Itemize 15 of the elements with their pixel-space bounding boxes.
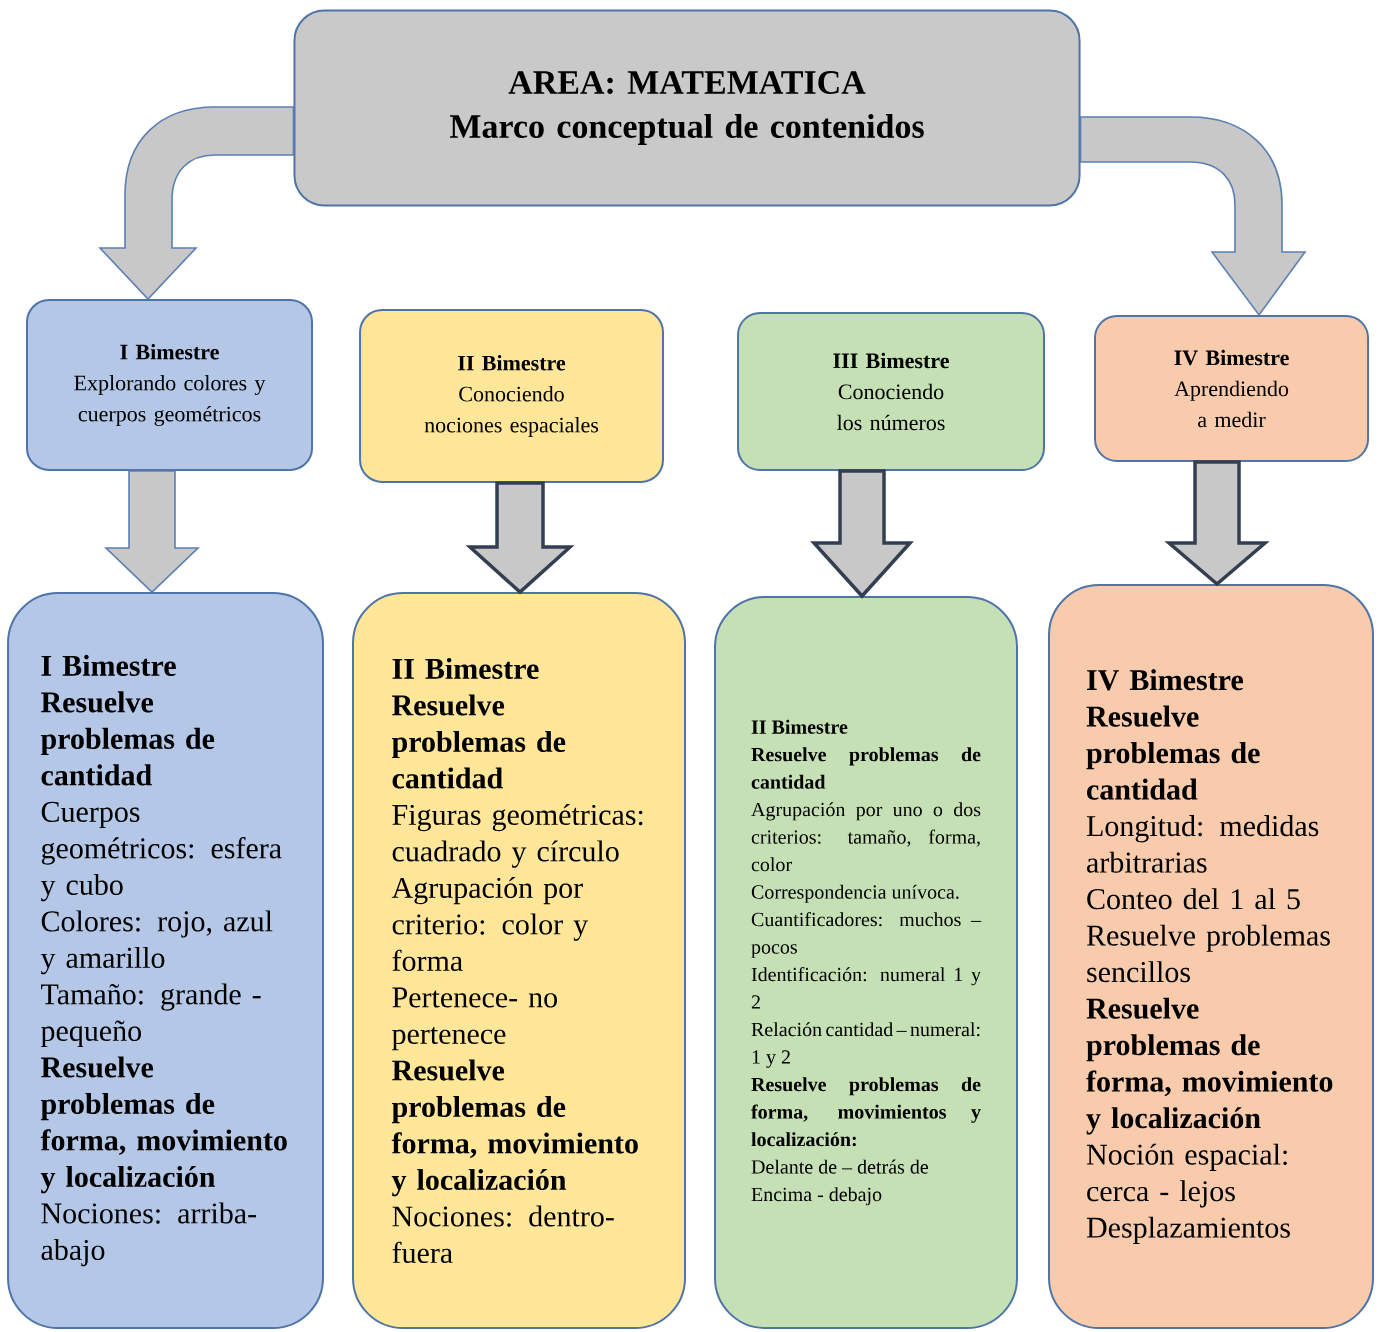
content-card: II Bimestre Resuelve problemas de cantidad Agrupación por uno o dos criterios: tamaño, forma, color Correspondencia unívoca. Cuantificadores: muchos – pocos Identificación: numeral 1 y 2 Relación cantidad – numeral: 1 y 2 Resuelve problemas de forma, movimientos y localización: Delante de – detrás de Encima - debajo bbox=[714, 596, 1018, 1329]
content-card: I Bimestre Resuelve problemas de cantidad Cuerpos geométricos: esfera y cubo Colores: rojo, azul y amarillo Tamaño: grande - pequeño Resuelve problemas de forma, movimiento y localización Nociones: arriba-abajo bbox=[7, 592, 324, 1329]
block-arrow bbox=[465, 481, 575, 595]
block-arrow bbox=[1079, 116, 1306, 316]
unit-box: II Bimestre Conociendo nociones espaciales bbox=[359, 309, 664, 483]
block-arrow bbox=[99, 106, 295, 300]
unit-box: III Bimestre Conociendo los números bbox=[737, 311, 1045, 472]
content-card: IV Bimestre Resuelve problemas de cantidad Longitud: medidas arbitrarias Conteo del 1 al 5 Resuelve problemas sencillos Resuelve problemas de forma, movimiento y localización Noción espacial: cerca - lejos Desplazamientos bbox=[1048, 584, 1374, 1329]
heading-box: AREA: MATEMATICA Marco conceptual de contenidos bbox=[293, 9, 1081, 207]
unit-box: I Bimestre Explorando colores y cuerpos geométricos bbox=[25, 299, 314, 471]
unit-box: IV Bimestre Aprendiendo a medir bbox=[1094, 314, 1370, 463]
content-card: II Bimestre Resuelve problemas de cantidad Figuras geométricas: cuadrado y círculo Agrupación por criterio: color y forma Pertenece- no pertenece Resuelve problemas de forma, movimiento y localización Nociones: dentro-fuera bbox=[352, 592, 686, 1329]
block-arrow bbox=[1164, 460, 1270, 587]
block-arrow bbox=[810, 469, 914, 599]
block-arrow bbox=[104, 470, 200, 594]
